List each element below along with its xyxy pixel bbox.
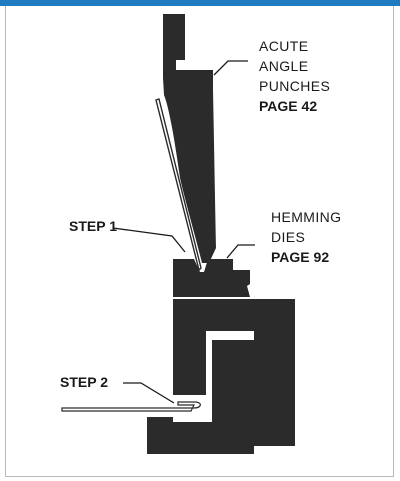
step2-label: STEP 2 [60, 374, 108, 390]
step2-leader-line [123, 382, 175, 404]
punch-label-line1: ACUTE [259, 38, 308, 54]
die-slot [206, 331, 254, 340]
punch-page-ref: PAGE 42 [259, 98, 317, 114]
step1-leader-line [112, 227, 186, 253]
punch-leader-line [213, 60, 248, 76]
acute-angle-punch [163, 14, 216, 263]
punch-label-line2: ANGLE [259, 58, 308, 74]
figure-frame [5, 6, 394, 477]
sheet-metal-step2 [61, 401, 201, 412]
die-label-line2: DIES [271, 229, 305, 245]
die-page-ref: PAGE 92 [271, 249, 329, 265]
top-accent-bar [0, 0, 400, 6]
die-label-line1: HEMMING [271, 209, 341, 225]
hemming-die-top [173, 259, 250, 297]
die-leader-line [226, 244, 255, 259]
punch-label-line3: PUNCHES [259, 78, 330, 94]
step1-label: STEP 1 [69, 218, 117, 234]
hemming-die-body [147, 299, 295, 454]
sheet-metal-step1 [155, 98, 202, 272]
